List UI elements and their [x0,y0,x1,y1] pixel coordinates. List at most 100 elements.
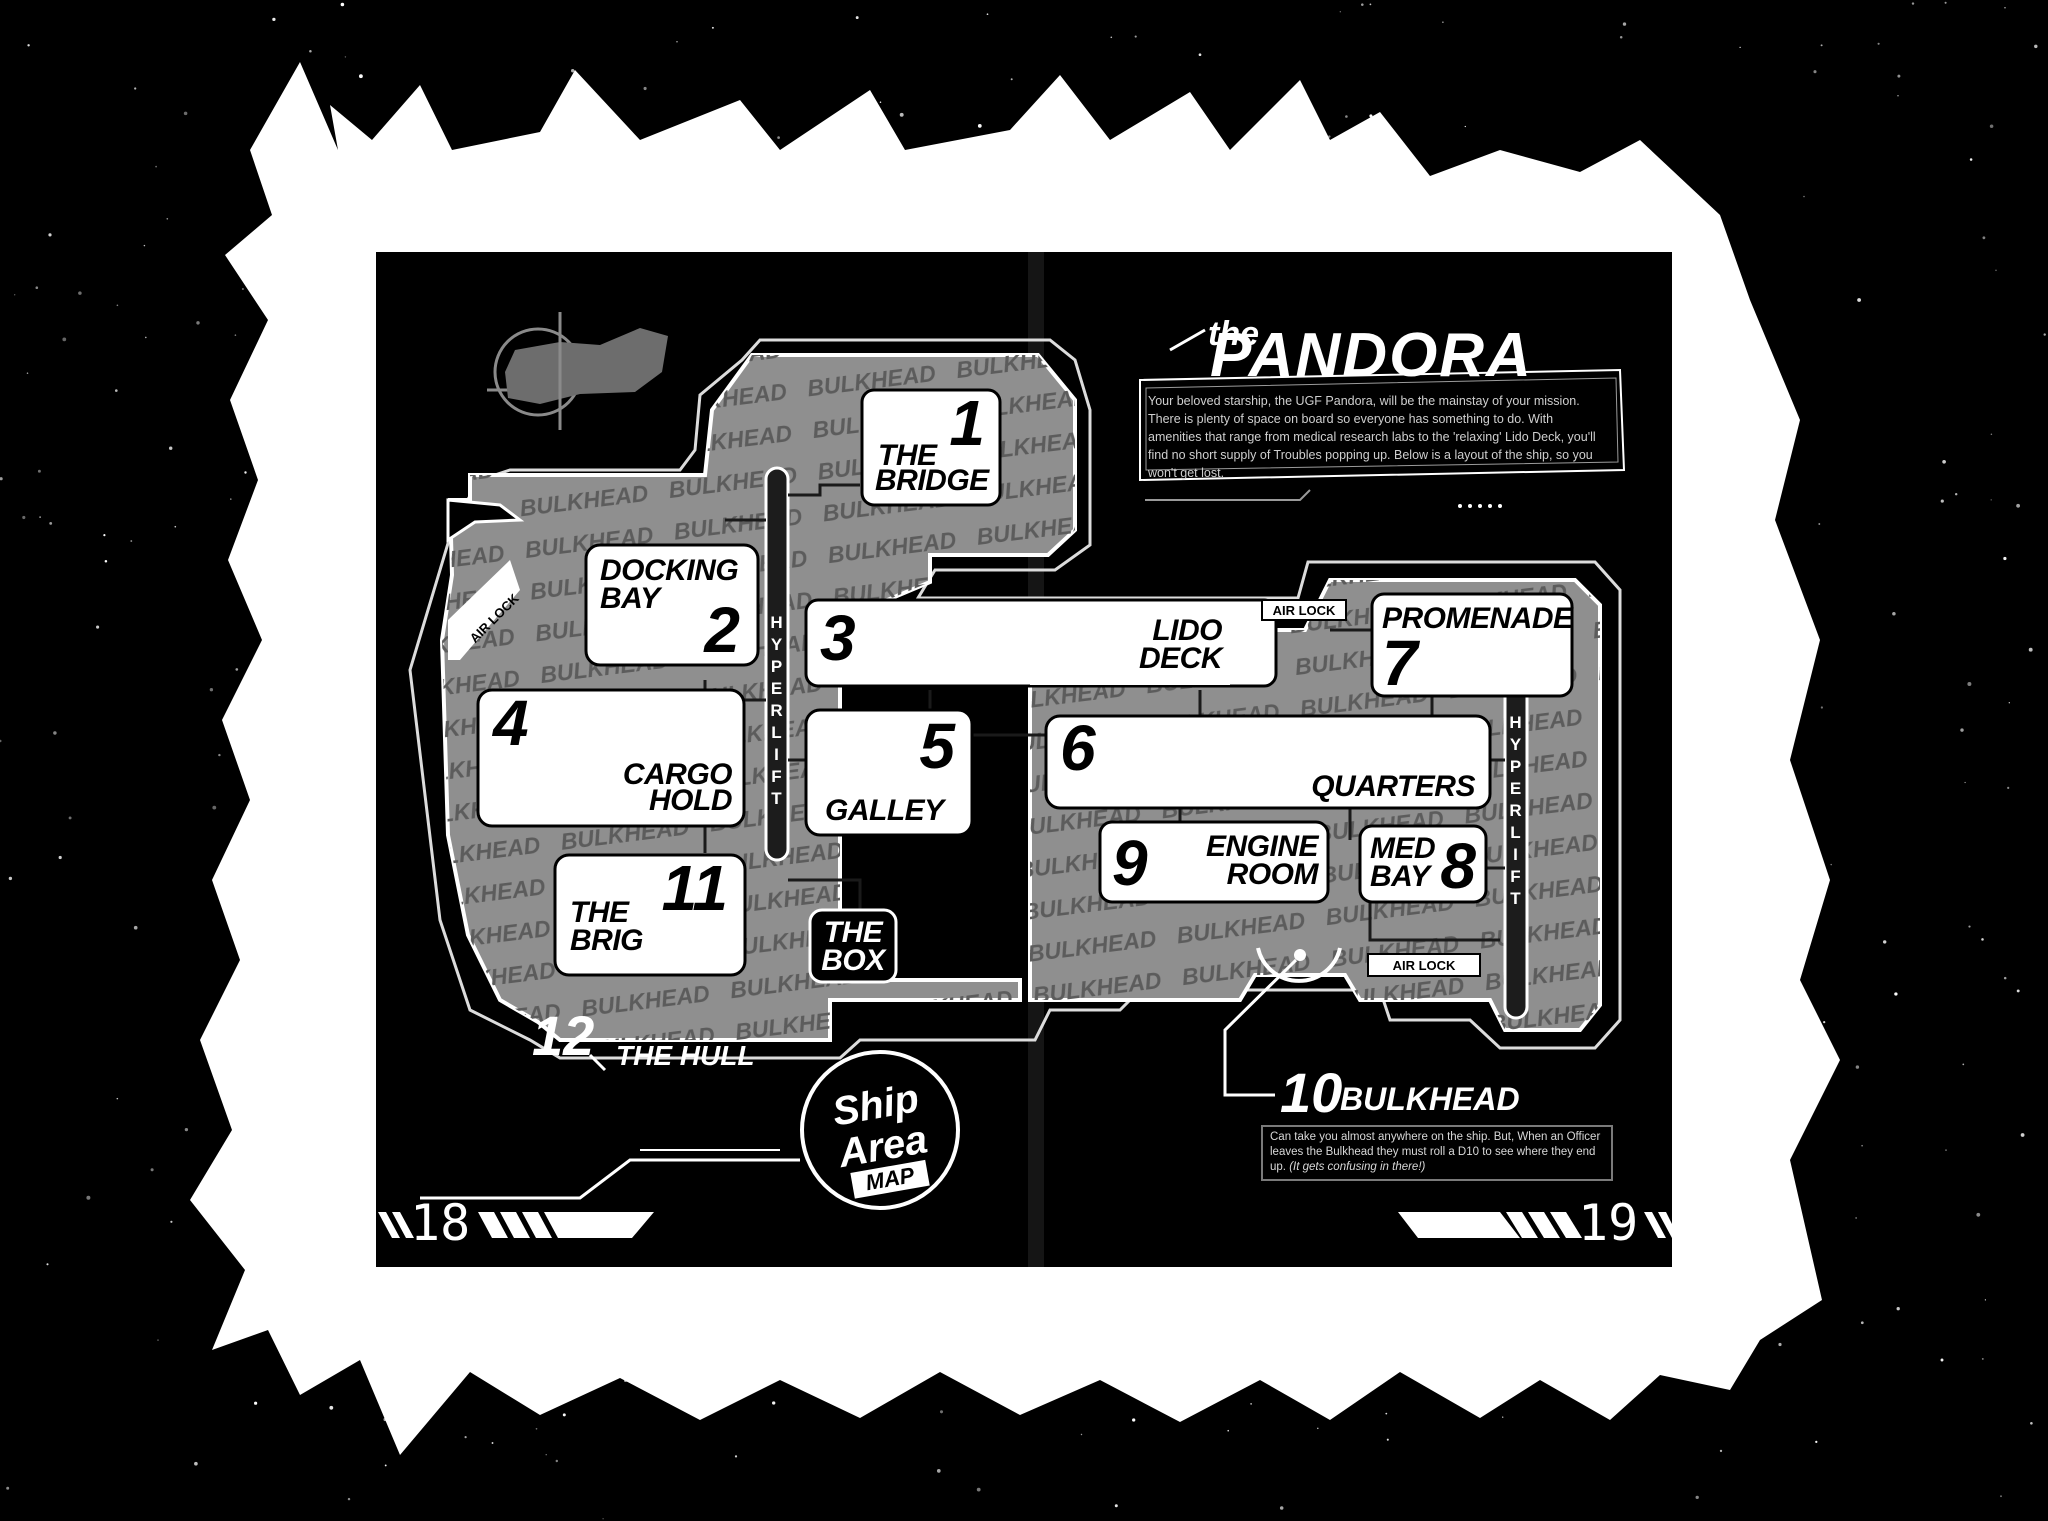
star [340,2,345,7]
star [244,471,247,474]
svg-text:6: 6 [1060,712,1096,784]
star [1818,523,1821,525]
star [1944,1,1947,4]
star [230,498,232,500]
star [26,372,29,374]
room-galley: 5 GALLEY [804,708,974,837]
star [2007,786,2010,790]
svg-text:QUARTERS: QUARTERS [1311,770,1475,803]
star [96,625,100,629]
airlock-top: AIR LOCK [1261,599,1347,621]
room-engine-room: 9 ENGINE ROOM [1098,820,1330,904]
hyperlift-letter: I [774,745,780,764]
star [2028,647,2033,652]
star [977,124,982,128]
star [1010,78,1013,81]
star [14,294,16,296]
bulkhead-leader-line [1223,958,1298,1097]
svg-text:THE: THE [824,916,884,949]
room-docking-bay: DOCKING BAY 2 [584,543,760,667]
room-quarters: 6 QUARTERS [1044,712,1492,810]
svg-text:CARGO: CARGO [623,758,732,791]
intro-paragraph: Your beloved starship, the UGF Pandora, … [1148,394,1596,480]
star [134,87,137,90]
star [777,136,780,139]
footer-right: 19 [1398,1194,1672,1252]
star [384,1464,387,1467]
star [1942,459,1946,464]
star [939,1410,944,1414]
svg-text:DOCKING: DOCKING [600,554,738,587]
title-block: the PANDORA [1139,315,1626,508]
svg-text:BOX: BOX [821,944,887,977]
star [1976,1212,1981,1217]
svg-text:GALLEY: GALLEY [825,794,947,827]
hull-tick [588,1053,607,1072]
star [22,515,26,520]
star [1897,74,1901,78]
star [562,1413,566,1417]
star [1989,124,1994,128]
star [711,26,714,29]
hyperlift-letter: L [1510,823,1521,842]
star [1882,940,1887,944]
star [1345,115,1348,118]
bulkhead-note: Can take you almost anywhere on the ship… [1270,1130,1612,1175]
star [130,540,133,542]
star [254,1401,258,1405]
star [976,1487,981,1492]
star [174,525,177,528]
star [8,876,13,881]
svg-text:DECK: DECK [1139,642,1225,675]
bulkhead-num: 10 [1280,1061,1342,1124]
star [1361,3,1364,6]
svg-text:3: 3 [820,602,856,674]
star [2016,503,2020,508]
star [1815,1440,1818,1444]
star [133,925,138,930]
star [1132,1418,1136,1422]
hyperlift-letter: F [771,767,782,786]
star [62,337,67,342]
star [235,668,239,671]
ship-icon [487,312,668,430]
star [234,334,237,336]
svg-text:MED: MED [1370,832,1435,865]
star [1386,1438,1389,1441]
star [116,304,119,307]
star [676,41,678,43]
hyperlift-letter: H [770,613,783,632]
page-number-left: 18 [410,1194,470,1252]
svg-text:BRIDGE: BRIDGE [875,464,990,497]
star [144,336,147,339]
star [1198,53,1202,57]
hyperlift-letter: R [770,701,783,720]
star [555,1459,559,1463]
star [2000,1495,2002,1498]
star [899,112,904,117]
hyperlift-letter: I [1513,845,1519,864]
star [194,1461,198,1466]
star [48,233,52,237]
svg-text:7: 7 [1382,627,1421,699]
svg-text:4: 4 [491,687,529,759]
star [879,101,882,103]
star [545,1454,547,1456]
star [1894,992,1898,996]
star [196,321,200,325]
star [1969,158,1973,161]
star [1861,1144,1863,1147]
star [1981,938,1984,941]
star [602,1518,604,1520]
svg-text:11: 11 [662,852,728,924]
svg-text:BAY: BAY [1370,860,1433,893]
bulkhead-note-box [1261,1125,1613,1181]
hyperlift-letter: T [771,789,782,808]
svg-text:AIR LOCK: AIR LOCK [1273,603,1336,618]
star [218,753,221,757]
star [53,731,57,735]
star [212,805,217,810]
star [116,1097,119,1100]
hull-name: THE HULL [616,1040,754,1071]
star [1984,1299,1986,1301]
